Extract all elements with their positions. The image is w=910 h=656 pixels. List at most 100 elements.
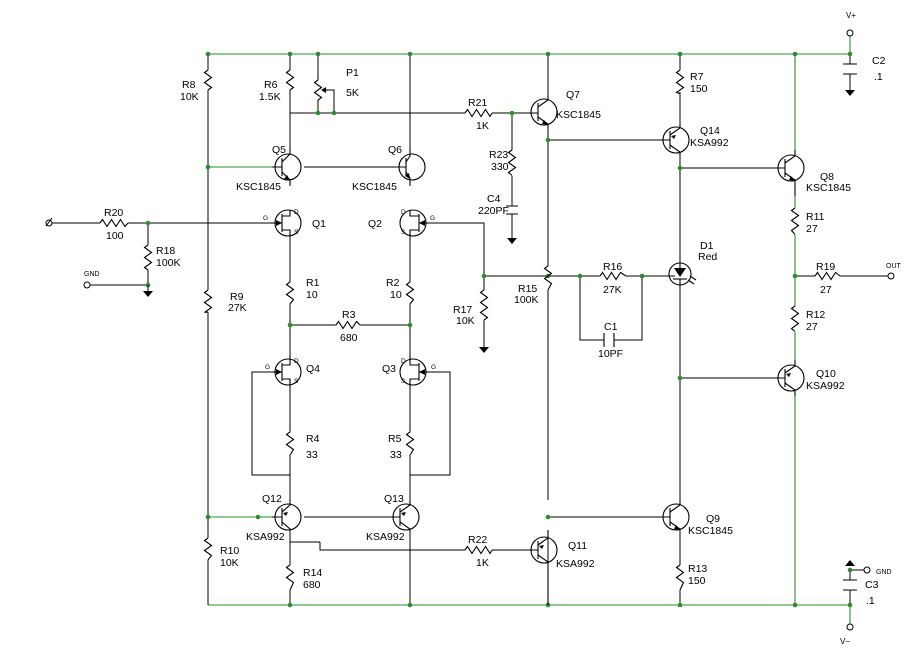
r13-name: R13 (688, 563, 707, 575)
junction-dots (145, 51, 853, 608)
bjt-q10: Q10 KSA992 (777, 360, 845, 396)
r10-value: 10K (220, 557, 239, 569)
gnd-terminal-icon (83, 281, 91, 289)
fet-q3: G D S Q3 (382, 356, 436, 388)
r3-name: R3 (342, 309, 356, 321)
r23-name: R23 (489, 149, 508, 161)
r2-name: R2 (386, 277, 400, 289)
r21-name: R21 (468, 97, 487, 109)
bjt-q13: Q13 KSA992 (366, 493, 420, 543)
r2-value: 10 (390, 289, 402, 301)
r9-name: R9 (230, 291, 244, 303)
q9-name: Q9 (706, 513, 720, 525)
resistor-r10: R10 10K (203, 537, 239, 569)
q4-name: Q4 (306, 363, 320, 375)
resistor-r5: R5 33 (388, 431, 415, 461)
q4-pin-d: D (294, 358, 299, 365)
ground-arrow-icon (479, 347, 489, 353)
q4-pin-s: S (294, 378, 299, 385)
ground-arrow-icon (143, 291, 153, 297)
q7-part: KSC1845 (556, 109, 601, 121)
q10-name: Q10 (816, 368, 836, 380)
gnd-label: GND (84, 271, 100, 278)
p1-name: P1 (346, 67, 359, 79)
r22-value: 1K (476, 557, 489, 569)
r14-name: R14 (303, 567, 322, 579)
q11-name: Q11 (568, 540, 587, 552)
bjt-q5: Q5 KSC1845 (236, 144, 302, 193)
r11-name: R11 (806, 211, 825, 223)
r17-value: 10K (456, 315, 475, 327)
fet-q4: G D S Q4 (265, 356, 320, 388)
vminus-label: V− (840, 637, 850, 646)
fet-q1: G D S Q1 (263, 209, 326, 237)
vplus-label: V+ (846, 11, 856, 20)
q14-part: KSA992 (690, 137, 729, 149)
bjt-q14: Q14 KSA992 (660, 124, 729, 156)
r23-value: 330 (491, 161, 509, 173)
gnd-c3-terminal-icon (863, 566, 871, 574)
resistor-r21: R21 1K (464, 97, 493, 132)
fet-q2: G D S Q2 (368, 209, 435, 237)
ground-symbols (143, 90, 855, 566)
c1-name: C1 (604, 321, 618, 333)
resistor-r20: R20 100 (99, 207, 129, 242)
q5-part: KSC1845 (236, 181, 281, 193)
r7-name: R7 (690, 71, 704, 83)
resistor-r18: R18 100K (143, 244, 181, 271)
r15-value: 100K (514, 294, 539, 306)
r8-name: R8 (182, 79, 196, 91)
r8-value: 10K (180, 91, 199, 103)
q3-name: Q3 (382, 363, 396, 375)
q3-pin-s: S (401, 378, 406, 385)
c3-value: .1 (866, 595, 875, 607)
resistor-r9: R9 27K (203, 289, 247, 314)
wires (52, 36, 888, 624)
q8-name: Q8 (820, 171, 834, 183)
r20-name: R20 (104, 207, 123, 219)
resistor-r3: R3 680 (335, 309, 361, 344)
r21-value: 1K (476, 120, 489, 132)
r6-name: R6 (264, 79, 278, 91)
r22-name: R22 (468, 534, 487, 546)
diode-d1: D1 Red (668, 240, 717, 286)
r17-name: R17 (453, 304, 472, 316)
r16-name: R16 (603, 261, 622, 273)
q9-part: KSC1845 (688, 525, 733, 537)
r1-name: R1 (306, 277, 320, 289)
c3-name: C3 (865, 579, 879, 591)
q3-pin-d: D (401, 358, 406, 365)
bjt-q12: Q12 KSA992 (246, 493, 320, 543)
r4-value: 33 (306, 449, 318, 461)
resistor-r7: R7 150 (675, 69, 708, 95)
q4-pin-g: G (265, 364, 270, 371)
p1-value: 5K (346, 87, 359, 99)
r16-value: 27K (603, 284, 622, 296)
resistor-r17: R17 10K (453, 289, 489, 327)
q3-pin-g: G (431, 364, 436, 371)
q1-name: Q1 (312, 218, 326, 230)
c1-value: 10PF (598, 348, 623, 360)
c4-name: C4 (487, 193, 501, 205)
resistor-r15: R15 100K (514, 265, 553, 306)
resistor-r1: R1 10 (285, 277, 320, 305)
q6-name: Q6 (388, 144, 402, 156)
q6-part: KSC1845 (352, 181, 397, 193)
resistor-r13: R13 150 (675, 563, 707, 591)
vplus-terminal-icon (846, 29, 854, 37)
r3-value: 680 (340, 332, 358, 344)
resistor-r16: R16 27K (599, 261, 627, 296)
ground-arrow-icon (845, 90, 855, 96)
q10-part: KSA992 (806, 380, 845, 392)
q11-part: KSA992 (556, 558, 595, 570)
q2-pin-d: D (401, 209, 406, 216)
resistor-r4: R4 33 (285, 431, 320, 461)
r10-name: R10 (220, 545, 239, 557)
r7-value: 150 (690, 83, 708, 95)
resistor-r11: R11 27 (790, 207, 825, 235)
r15-name: R15 (518, 283, 537, 295)
resistor-r23: R23 330 (489, 149, 517, 176)
r12-name: R12 (806, 309, 825, 321)
capacitor-c4: C4 220PF (478, 193, 518, 217)
